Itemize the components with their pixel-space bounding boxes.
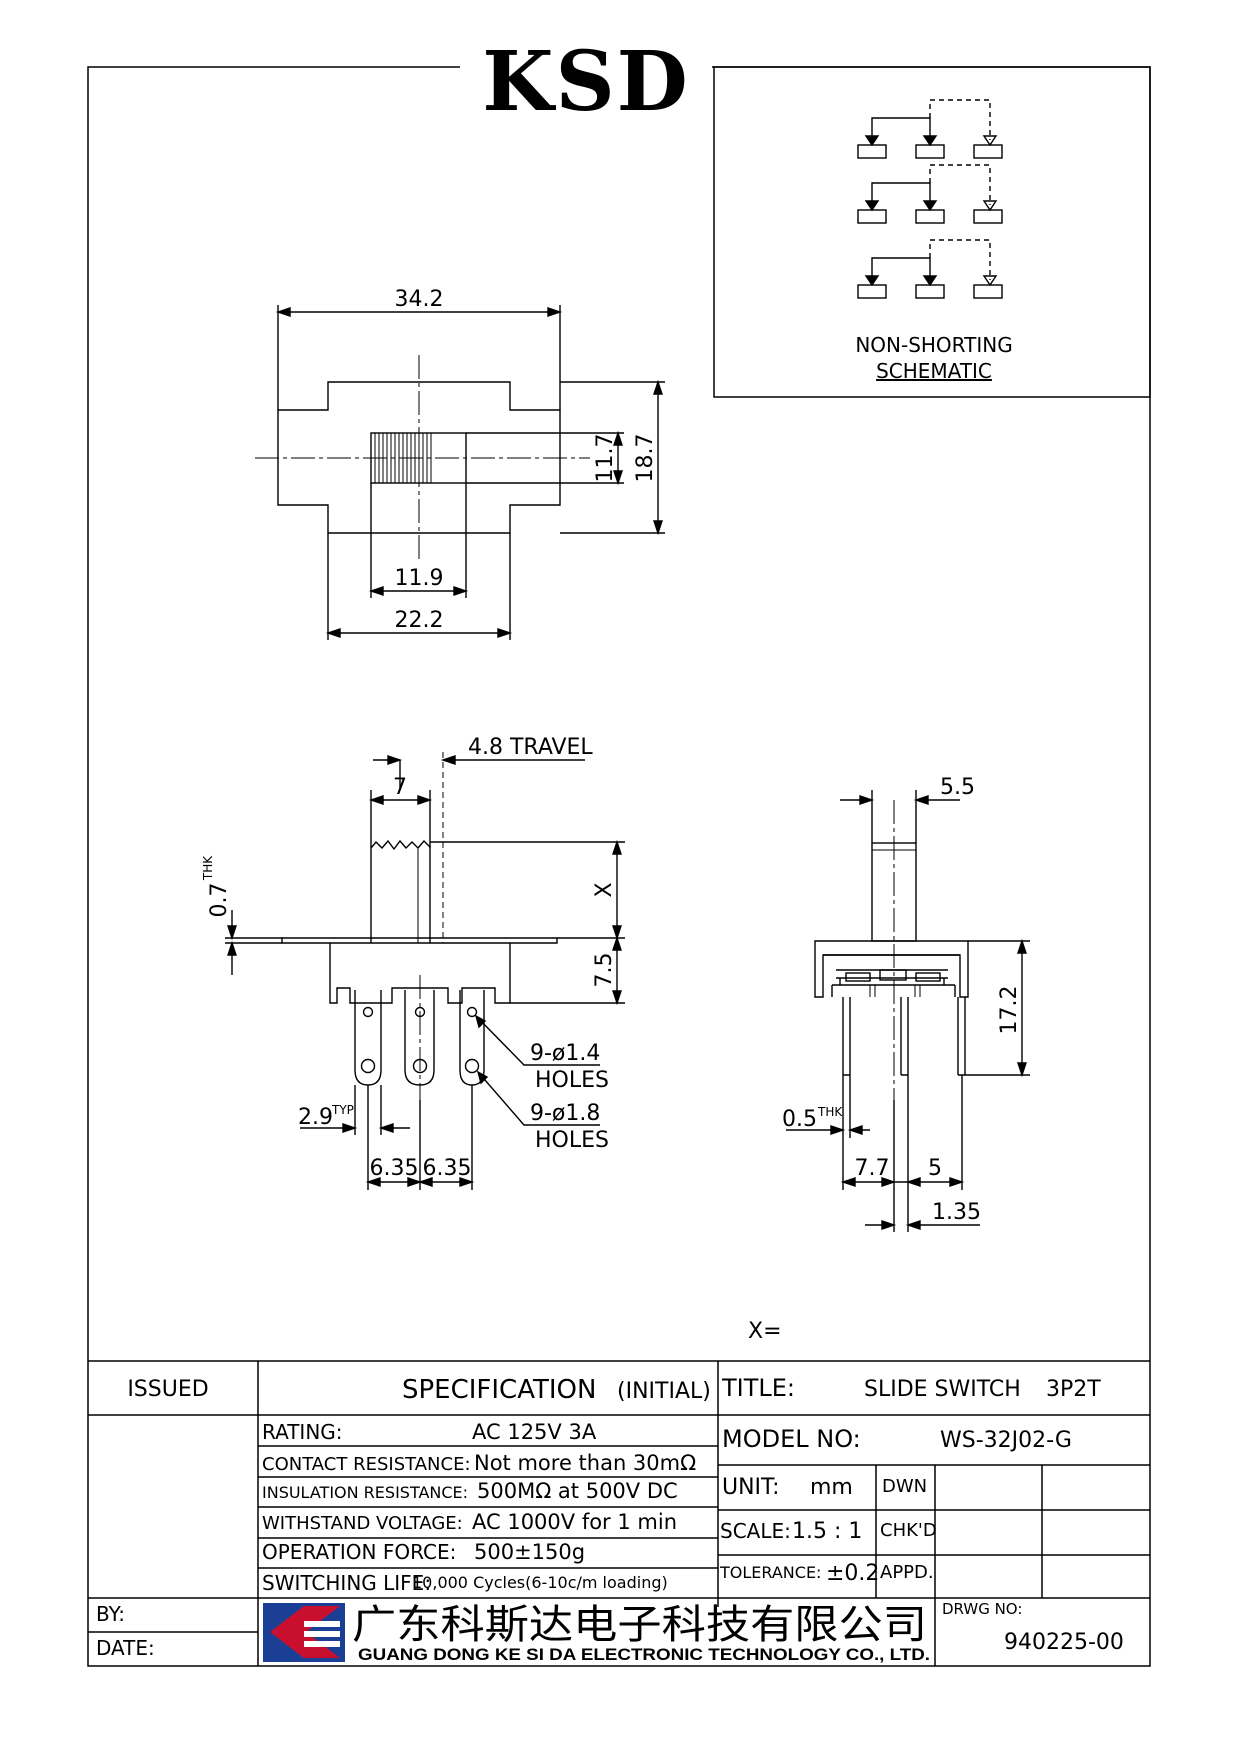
dim-0-5: 0.5 [782, 1107, 817, 1132]
dim-0-5-thk: THK [817, 1105, 843, 1119]
contact-resistance-label: CONTACT RESISTANCE: [262, 1454, 471, 1475]
insulation-resistance-value: 500MΩ at 500V DC [477, 1479, 678, 1503]
title-value: SLIDE SWITCH [864, 1377, 1021, 1402]
title-label: TITLE: [721, 1374, 795, 1402]
dim-x: X [592, 882, 617, 897]
top-view [255, 305, 665, 640]
dim-11-7: 11.7 [593, 434, 618, 483]
dim-travel: 4.8 TRAVEL [468, 735, 593, 760]
spec-initial: (INITIAL) [617, 1379, 711, 1404]
chkd-label: CHK'D [880, 1520, 937, 1541]
schematic-position-3 [857, 239, 1003, 299]
schematic-position-2 [857, 164, 1003, 224]
unit-value: mm [810, 1475, 853, 1500]
title-block-text: ISSUED SPECIFICATION (INITIAL) TITLE: SL… [96, 1374, 1124, 1664]
dim-22-2: 22.2 [395, 608, 444, 633]
company-name-cn: 广东科斯达电子科技有限公司 [352, 1602, 927, 1648]
title-type: 3P2T [1046, 1377, 1101, 1402]
scale-label: SCALE: [720, 1519, 791, 1543]
appd-label: APPD. [880, 1562, 934, 1583]
dim-34-2: 34.2 [395, 287, 444, 312]
dim-1-35: 1.35 [932, 1200, 981, 1225]
dim-7: 7 [393, 775, 407, 800]
terminal-1 [354, 990, 382, 1086]
model-label: MODEL NO: [722, 1425, 861, 1453]
model-value: WS-32J02-G [940, 1428, 1072, 1453]
withstand-voltage-value: AC 1000V for 1 min [472, 1510, 677, 1534]
dim-5: 5 [928, 1156, 942, 1181]
dim-7-7: 7.7 [855, 1156, 890, 1181]
dim-17-2: 17.2 [997, 986, 1022, 1035]
holes-2-label: HOLES [535, 1128, 609, 1153]
side-view-dimensions: 4.8 TRAVEL 7 X 7.5 0.7 THK 2.9 TYP 9-ø1.… [201, 735, 617, 1181]
tolerance-label: TOLERANCE: [719, 1563, 821, 1582]
end-view [786, 790, 1030, 1232]
title-block [88, 1360, 1150, 1666]
terminal-3 [459, 990, 485, 1086]
end-view-dimensions: 5.5 17.2 0.5 THK 7.7 5 1.35 [782, 775, 1022, 1225]
spec-title: SPECIFICATION [402, 1375, 596, 1405]
dim-5-5: 5.5 [940, 775, 975, 800]
operation-force-value: 500±150g [474, 1540, 585, 1564]
dim-7-5: 7.5 [592, 953, 617, 988]
dim-2-9-typ: TYP [331, 1103, 354, 1117]
dim-6-35-right: 6.35 [423, 1156, 472, 1181]
dim-18-7: 18.7 [633, 434, 658, 483]
unit-label: UNIT: [722, 1475, 779, 1500]
withstand-voltage-label: WITHSTAND VOLTAGE: [262, 1513, 463, 1534]
insulation-resistance-label: INSULATION RESISTANCE: [262, 1483, 468, 1502]
company-logo-icon [263, 1603, 345, 1662]
holes-1-label: HOLES [535, 1068, 609, 1093]
drwg-value: 940225-00 [1004, 1630, 1124, 1655]
by-label: BY: [96, 1602, 125, 1626]
schematic-label-2: SCHEMATIC [876, 359, 992, 383]
schematic-position-1 [857, 99, 1003, 159]
contact-resistance-value: Not more than 30mΩ [474, 1451, 696, 1475]
rating-value: AC 125V 3A [472, 1420, 597, 1444]
company-name-en: GUANG DONG KE SI DA ELECTRONIC TECHNOLOG… [358, 1645, 930, 1664]
operation-force-label: OPERATION FORCE: [262, 1540, 456, 1564]
dim-0-7: 0.7 [207, 883, 232, 918]
switching-life-label: SWITCHING LIFE: [262, 1571, 431, 1595]
switching-life-value: 10,000 Cycles(6-10c/m loading) [412, 1573, 668, 1592]
rating-label: RATING: [262, 1420, 343, 1444]
top-view-dimensions: 34.2 18.7 11.7 11.9 22.2 [395, 287, 658, 633]
tolerance-value: ±0.2 [826, 1561, 879, 1586]
side-view [225, 752, 625, 1190]
ksd-logo: KSD [482, 34, 690, 130]
x-equals: X= [748, 1319, 782, 1344]
schematic-label-1: NON-SHORTING [855, 333, 1012, 357]
dim-0-7-thk: THK [201, 855, 215, 881]
drwg-label: DRWG NO: [942, 1600, 1022, 1618]
scale-value: 1.5 : 1 [792, 1519, 862, 1544]
holes-2-spec: 9-ø1.8 [530, 1101, 600, 1126]
holes-1-spec: 9-ø1.4 [530, 1041, 600, 1066]
dim-6-35-left: 6.35 [370, 1156, 419, 1181]
date-label: DATE: [96, 1636, 155, 1660]
schematic-box: NON-SHORTING SCHEMATIC [713, 66, 1151, 398]
issued-label: ISSUED [127, 1377, 208, 1402]
dwn-label: DWN [882, 1476, 927, 1497]
dim-2-9: 2.9 [298, 1105, 333, 1130]
dim-11-9: 11.9 [395, 566, 444, 591]
sheet-border [87, 66, 1151, 1667]
